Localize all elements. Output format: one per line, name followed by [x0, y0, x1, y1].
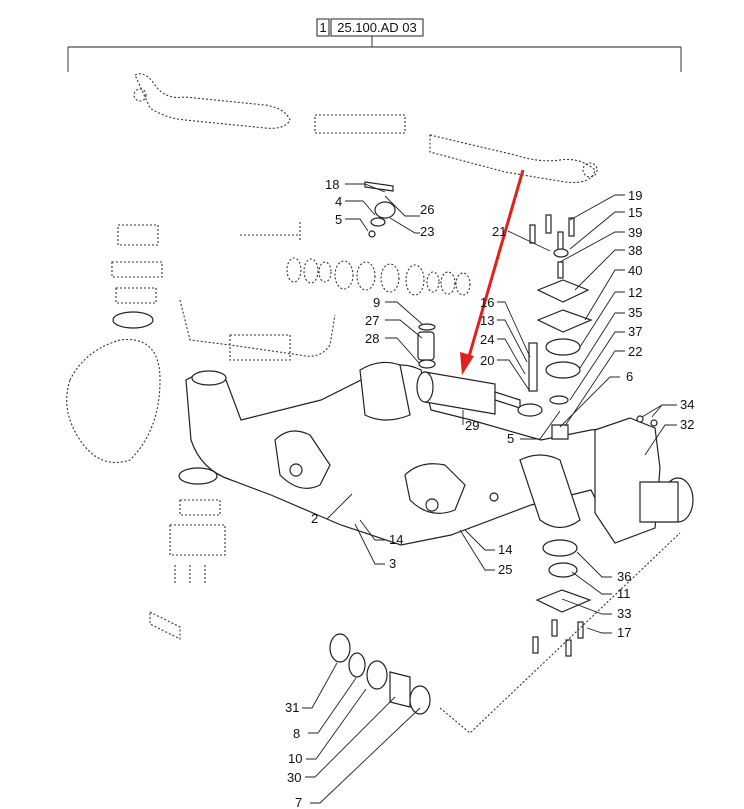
callout: 7	[295, 795, 302, 809]
callout: 37	[628, 324, 642, 339]
callout-labels: 18 4 5 26 23 9 27 28 16 13 24 20 29 21 1…	[285, 177, 694, 809]
callout: 4	[335, 194, 342, 209]
callout: 19	[628, 188, 642, 203]
callout: 40	[628, 263, 642, 278]
callout: 29	[465, 418, 479, 433]
callout: 32	[680, 417, 694, 432]
callout: 30	[287, 770, 301, 785]
callout: 18	[325, 177, 339, 192]
callout: 34	[680, 397, 694, 412]
callout: 24	[480, 332, 494, 347]
right-hub-upper	[528, 214, 593, 440]
callout: 15	[628, 205, 642, 220]
callout: 13	[480, 313, 494, 328]
callout: 21	[492, 224, 506, 239]
bleed-valve-parts	[364, 181, 436, 369]
left-hub-assembly	[66, 224, 226, 640]
callout: 5	[335, 212, 342, 227]
callout: 17	[617, 625, 631, 640]
shim-rings	[286, 257, 471, 296]
callout: 2	[311, 511, 318, 526]
callout: 20	[480, 353, 494, 368]
callout: 25	[498, 562, 512, 577]
callout: 14	[498, 542, 512, 557]
callout: 8	[293, 726, 300, 741]
callout: 31	[285, 700, 299, 715]
callout: 9	[373, 295, 380, 310]
tie-rod-assembly	[133, 73, 598, 184]
steering-knuckle	[594, 415, 694, 544]
callout: 35	[628, 305, 642, 320]
callout: 3	[389, 556, 396, 571]
callout: 16	[480, 295, 494, 310]
callout: 28	[365, 331, 379, 346]
callout: 39	[628, 225, 642, 240]
callout: 11	[617, 586, 631, 601]
callout: 5	[507, 431, 514, 446]
callout: 27	[365, 313, 379, 328]
sheet-number: 1	[319, 20, 326, 35]
left-cylinder	[179, 222, 336, 361]
reference-header: 1 25.100.AD 03	[67, 18, 682, 72]
highlight-arrow	[460, 169, 525, 375]
callout: 36	[617, 569, 631, 584]
callout: 26	[420, 202, 434, 217]
callout: 12	[628, 285, 642, 300]
right-hub-lower	[532, 539, 592, 657]
callout: 23	[420, 224, 434, 239]
callout: 6	[626, 369, 633, 384]
callout: 38	[628, 243, 642, 258]
steering-cylinder	[416, 371, 543, 417]
reference-code: 25.100.AD 03	[337, 20, 417, 35]
bushing-set	[329, 532, 681, 734]
callout: 10	[288, 751, 302, 766]
callout: 22	[628, 344, 642, 359]
callout: 14	[389, 532, 403, 547]
callout: 33	[617, 606, 631, 621]
leader-lines	[302, 183, 677, 804]
